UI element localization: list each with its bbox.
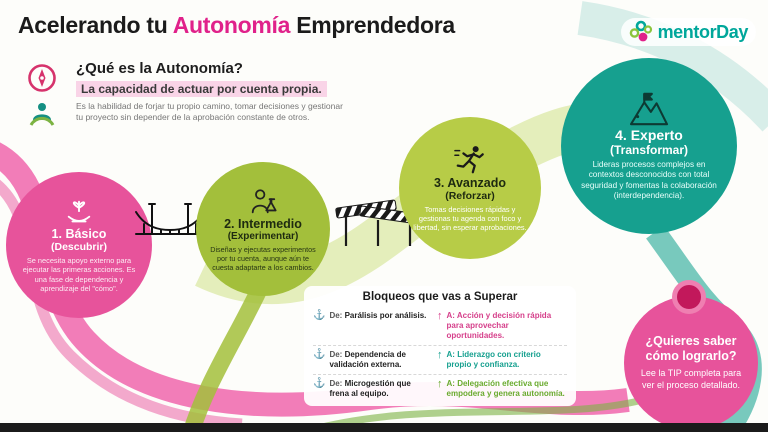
stage-description: Diseñas y ejecutas experimentos por tu c…	[210, 244, 316, 272]
stage-title: 4. Experto	[615, 127, 683, 143]
barrier-icon	[335, 199, 421, 246]
blocker-to: ↑ A: Liderazgo con criterio propio y con…	[437, 350, 567, 370]
footer-bar	[0, 423, 768, 432]
mountain-flag-icon	[629, 92, 669, 126]
blocker-from: ⚓ De: Parálisis por análisis.	[313, 311, 429, 321]
stage-subtitle: (Descubrir)	[50, 241, 107, 253]
title-suffix: Emprendedora	[290, 12, 455, 38]
intro-definition: La capacidad de actuar por cuenta propia…	[76, 81, 327, 97]
stage-description: Tomas decisiones rápidas y gestionas tu …	[413, 204, 527, 233]
stage-description: Lideras procesos complejos en contextos …	[581, 160, 717, 200]
stage-title: 1. Básico	[51, 227, 107, 241]
blocker-from: ⚓ De: Dependencia de validación externa.	[313, 350, 429, 370]
blocker-to-text: A: Delegación efectiva que empodera y ge…	[446, 379, 565, 398]
bridge-icon	[135, 203, 205, 235]
blocker-from-text: De: Dependencia de validación externa.	[329, 350, 406, 369]
cta-dot-icon	[672, 280, 706, 314]
intro-text: ¿Qué es la Autonomía? La capacidad de ac…	[76, 60, 348, 128]
intro-icons	[20, 60, 64, 128]
blocker-to-text: A: Liderazgo con criterio propio y confi…	[446, 350, 541, 369]
blockers-title: Bloqueos que vas a Superar	[362, 291, 518, 303]
anchor-icon: ⚓	[313, 378, 326, 389]
blocker-to: ↑ A: Acción y decisión rápida para aprov…	[437, 311, 567, 341]
blocker-from-text: De: Microgestión que frena al equipo.	[329, 379, 411, 398]
cta-title: ¿Quieres saber cómo lograrlo?	[645, 334, 737, 363]
stage-circle-basico: 1. Básico (Descubrir) Se necesita apoyo …	[6, 172, 152, 318]
up-arrow-icon: ↑	[437, 310, 443, 322]
scientist-flask-icon	[251, 188, 277, 213]
intro-section: ¿Qué es la Autonomía? La capacidad de ac…	[20, 60, 410, 128]
mentorday-logo-text: mentorDay	[657, 21, 749, 42]
running-person-icon	[454, 145, 484, 173]
cta-circle[interactable]: ¿Quieres saber cómo lograrlo? Lee la TIP…	[624, 296, 758, 430]
stage-subtitle: (Transformar)	[609, 143, 689, 157]
compass-icon	[28, 64, 56, 92]
blocker-from-text: De: Parálisis por análisis.	[329, 311, 427, 320]
anchor-icon: ⚓	[313, 310, 326, 321]
up-arrow-icon: ↑	[437, 349, 443, 361]
person-steering-icon	[29, 103, 55, 126]
blockers-panel: Bloqueos que vas a Superar ⚓ De: Parális…	[304, 286, 576, 406]
page-title: Acelerando tu Autonomía Emprendedora	[18, 12, 455, 39]
blocker-row: ⚓ De: Dependencia de validación externa.…	[313, 346, 567, 375]
title-highlight: Autonomía	[172, 12, 291, 38]
mentorday-flower-icon	[629, 20, 652, 42]
cta-description: Lee la TIP completa para ver el proceso …	[640, 368, 742, 390]
up-arrow-icon: ↑	[437, 378, 443, 390]
mentorday-logo[interactable]: mentorDay	[620, 18, 756, 46]
hand-seedling-icon	[67, 200, 91, 223]
stage-subtitle: (Reforzar)	[445, 189, 495, 202]
blocker-from: ⚓ De: Microgestión que frena al equipo.	[313, 379, 429, 399]
title-prefix: Acelerando tu	[18, 12, 173, 38]
intro-description: Es la habilidad de forjar tu propio cami…	[76, 101, 343, 123]
anchor-icon: ⚓	[313, 349, 326, 360]
stage-circle-avanzado: 3. Avanzado (Reforzar) Tomas decisiones …	[399, 117, 541, 259]
blocker-to-text: A: Acción y decisión rápida para aprovec…	[446, 311, 552, 340]
blocker-row: ⚓ De: Parálisis por análisis. ↑ A: Acció…	[313, 307, 567, 346]
stage-circle-experto: 4. Experto (Transformar) Lideras proceso…	[561, 58, 737, 234]
stage-circle-intermedio: 2. Intermedio (Experimentar) Diseñas y e…	[196, 162, 330, 296]
stage-title: 2. Intermedio	[224, 216, 302, 231]
stage-title: 3. Avanzado	[433, 175, 506, 190]
blocker-row: ⚓ De: Microgestión que frena al equipo. …	[313, 375, 567, 403]
stage-subtitle: (Experimentar)	[227, 230, 299, 242]
intro-question: ¿Qué es la Autonomía?	[76, 60, 243, 77]
stage-description: Se necesita apoyo externo para ejecutar …	[22, 256, 136, 293]
blocker-to: ↑ A: Delegación efectiva que empodera y …	[437, 379, 567, 399]
